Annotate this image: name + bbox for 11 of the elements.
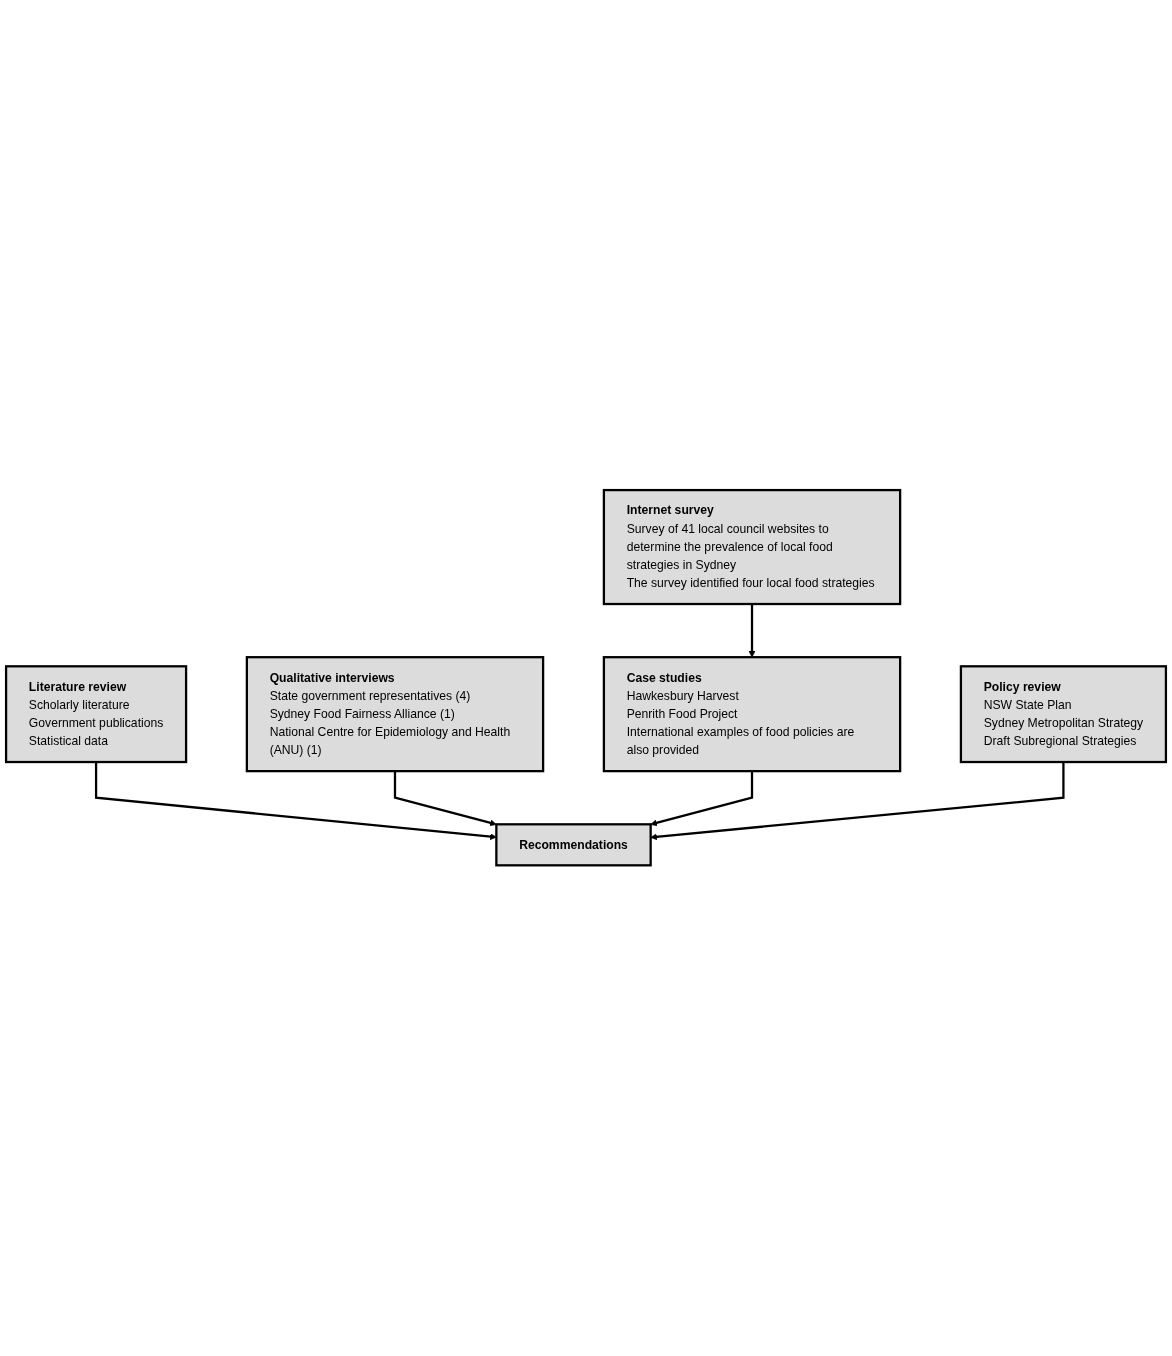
node-box — [4, 665, 188, 764]
arrow — [650, 762, 1065, 841]
arrow — [393, 771, 497, 827]
node-box — [959, 665, 1168, 764]
node-box — [602, 489, 902, 606]
node-box — [602, 656, 902, 773]
arrow — [748, 604, 756, 658]
arrow — [94, 762, 497, 841]
node-box — [495, 823, 652, 867]
node-box — [245, 656, 545, 773]
arrow — [650, 771, 754, 827]
